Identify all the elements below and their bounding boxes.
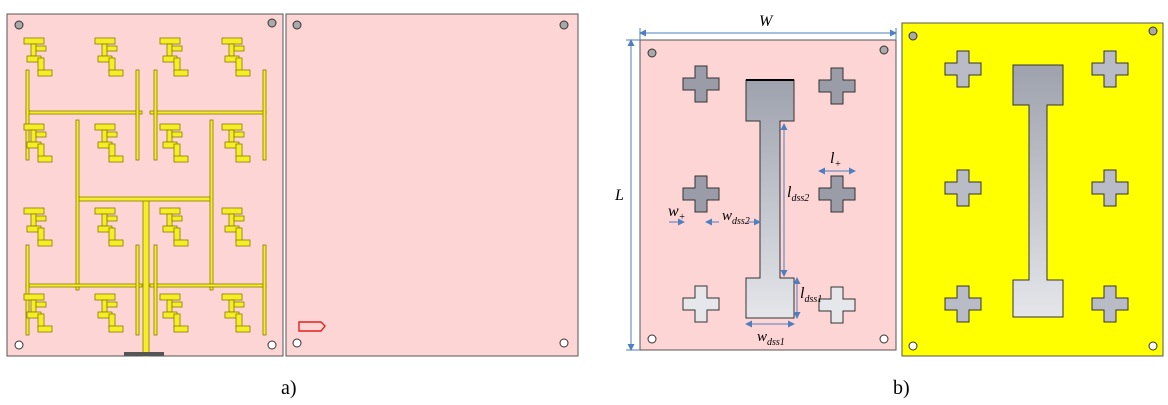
mount-hole [267,340,277,350]
feed-network [25,69,267,357]
mount-hole [559,338,569,348]
mount-hole [292,20,302,30]
panel-b-dgs-dimensioned: W L l+ w+ wdss2 ldss2 ldss1 wdss1 [614,13,897,351]
dimension-lines [626,28,897,351]
mount-hole [559,20,569,30]
feed-line [262,69,267,161]
feed-line [262,244,267,336]
mount-hole [908,31,918,41]
panel-a-feed-side [6,13,284,357]
feed-line [75,119,80,291]
panel-b-dgs-yellow [901,22,1164,357]
label-l-plus: l+ [830,150,841,170]
feed-line [135,244,140,336]
feed-line [153,244,158,336]
label-l-dss2: ldss2 [787,184,809,204]
label-l-dss1: ldss1 [800,285,822,305]
mount-hole [14,20,24,30]
feed-line [153,69,158,161]
mount-hole [267,18,277,28]
label-w-dss2: wdss2 [722,208,750,227]
feed-line [77,196,213,202]
feed-line [135,69,140,161]
label-w-dss1: wdss1 [757,329,785,348]
connector [124,352,164,356]
feed-line [25,69,30,161]
mount-hole [14,340,24,350]
mount-hole [1148,341,1158,351]
feed-line [149,283,267,288]
feed-line [209,119,214,291]
label-L: L [614,187,624,204]
label-w-plus: w+ [668,203,685,223]
feed-line [149,110,267,115]
mount-hole [879,334,889,344]
dumbbell-slot [1012,64,1064,318]
feed-line [25,244,30,336]
label-W: W [759,13,774,30]
mount-hole [647,48,657,58]
mount-hole [1148,26,1158,36]
feed-line [25,283,143,288]
mount-hole [908,341,918,351]
caption-a: a) [281,377,297,399]
substrate-a-back [285,13,579,357]
mount-hole [647,334,657,344]
panel-a-back-side [285,13,579,357]
feed-trunk [142,199,150,357]
feed-port-outline [298,321,326,332]
caption-b: b) [893,377,910,399]
feed-line [25,110,143,115]
mount-hole [879,45,889,55]
mount-hole [292,338,302,348]
